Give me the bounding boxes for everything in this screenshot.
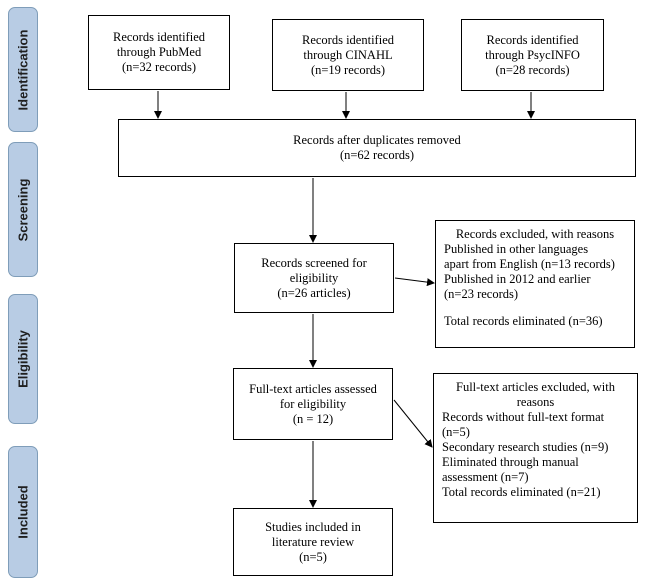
duplicates-line-1: Records after duplicates removed [293, 133, 461, 147]
arrow-fulltext-to-excluded [393, 399, 433, 448]
pubmed-line-3: (n=32 records) [121, 60, 197, 74]
cinahl-line-3: (n=19 records) [310, 62, 386, 77]
included-line-2: literature review [271, 534, 355, 549]
cinahl-line-2: through CINAHL [303, 47, 393, 62]
excluded-fulltext-line-2: (n=5) [442, 425, 470, 439]
screened-line-3: (n=26 articles) [277, 285, 351, 300]
excluded-screening-total: Total records eliminated (n=36) [444, 314, 603, 328]
excluded-fulltext-line-6: Total records eliminated (n=21) [442, 485, 601, 499]
screened-line-2: eligibility [289, 270, 339, 285]
cinahl-line-1: Records identified [302, 32, 394, 47]
screened-line-1: Records screened for [261, 255, 367, 270]
phase-eligibility: Eligibility [8, 294, 38, 424]
excluded-screening-title: Records excluded, with reasons [455, 227, 615, 241]
excluded-fulltext-line-4: Eliminated through manual [442, 455, 579, 469]
box-pubmed: Records identified through PubMed (n=32 … [88, 15, 230, 90]
box-excluded-screening: Records excluded, with reasons Published… [435, 220, 635, 348]
box-fulltext-assessed: Full-text articles assessed for eligibil… [233, 368, 393, 440]
included-line-1: Studies included in [265, 519, 361, 534]
excluded-screening-line-1: Published in other languages [444, 242, 589, 256]
excluded-fulltext-line-1: Records without full-text format [442, 410, 605, 424]
excluded-fulltext-line-5: assessment (n=7) [442, 470, 529, 484]
pubmed-line-1: Records identified [113, 30, 205, 44]
box-screened: Records screened for eligibility (n=26 a… [234, 243, 394, 313]
arrow-screened-to-excluded [394, 277, 435, 287]
excluded-fulltext-title-1: Full-text articles excluded, with [456, 380, 615, 394]
phase-included: Included [8, 446, 38, 578]
fulltext-line-1: Full-text articles assessed [249, 381, 377, 396]
excluded-screening-line-2: apart from English (n=13 records) [444, 257, 615, 271]
excluded-screening-line-3: Published in 2012 and earlier [444, 272, 591, 286]
psycinfo-line-2: through PsycINFO [485, 47, 580, 62]
included-line-3: (n=5) [299, 549, 327, 564]
excluded-screening-line-4: (n=23 records) [444, 287, 519, 301]
pubmed-line-2: through PubMed [116, 45, 202, 59]
excluded-fulltext-line-3: Secondary research studies (n=9) [442, 440, 609, 454]
psycinfo-line-3: (n=28 records) [495, 62, 570, 77]
fulltext-line-3: (n = 12) [292, 411, 334, 426]
box-duplicates-removed: Records after duplicates removed (n=62 r… [118, 119, 636, 177]
excluded-fulltext-title-2: reasons [516, 395, 555, 409]
box-cinahl: Records identified through CINAHL (n=19 … [272, 19, 424, 91]
box-psycinfo: Records identified through PsycINFO (n=2… [461, 19, 604, 91]
box-excluded-fulltext: Full-text articles excluded, with reason… [433, 373, 638, 523]
phase-screening: Screening [8, 142, 38, 277]
fulltext-line-2: for eligibility [279, 396, 347, 411]
psycinfo-line-1: Records identified [486, 32, 579, 47]
phase-identification: Identification [8, 7, 38, 132]
box-included: Studies included in literature review (n… [233, 508, 393, 576]
duplicates-line-2: (n=62 records) [339, 148, 415, 162]
